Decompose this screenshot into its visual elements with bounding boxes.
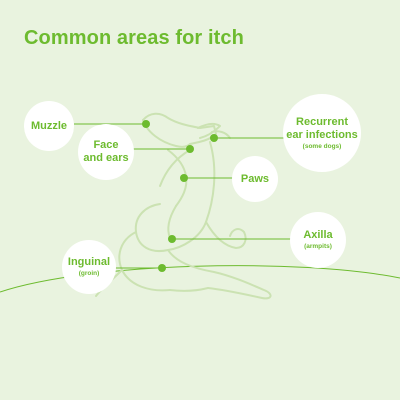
label-face-ears: Face and ears — [78, 124, 134, 180]
label-inguinal-text: Inguinal — [67, 256, 111, 268]
label-face-ears-line1: Face — [93, 139, 119, 151]
diagram-title: Common areas for itch — [24, 27, 244, 49]
label-axilla-sub: (armpits) — [304, 243, 332, 250]
label-inguinal: Inguinal (groin) — [62, 240, 116, 294]
dot-inguinal — [158, 264, 166, 272]
label-ear-infections: Recurrent ear infections (some dogs) — [283, 94, 361, 172]
marker-dots — [142, 120, 218, 272]
label-axilla-text: Axilla — [303, 229, 333, 241]
label-inguinal-sub: (groin) — [78, 270, 100, 277]
connector-lines — [74, 123, 292, 269]
dot-face — [186, 145, 194, 153]
label-axilla: Axilla (armpits) — [290, 212, 346, 268]
label-muzzle: Muzzle — [24, 101, 74, 151]
label-muzzle-text: Muzzle — [30, 119, 68, 132]
dot-axilla — [168, 235, 176, 243]
dot-paws — [180, 174, 188, 182]
dot-ears — [210, 134, 218, 142]
label-face-ears-line2: and ears — [83, 152, 129, 164]
label-ear-infections-line1: Recurrent — [296, 115, 348, 128]
dot-muzzle — [142, 120, 150, 128]
label-paws-text: Paws — [240, 172, 270, 185]
ground-line — [0, 265, 400, 293]
label-paws: Paws — [232, 156, 278, 202]
label-ear-infections-line2: ear infections — [286, 128, 358, 141]
label-ear-infections-sub: (some dogs) — [302, 142, 342, 150]
